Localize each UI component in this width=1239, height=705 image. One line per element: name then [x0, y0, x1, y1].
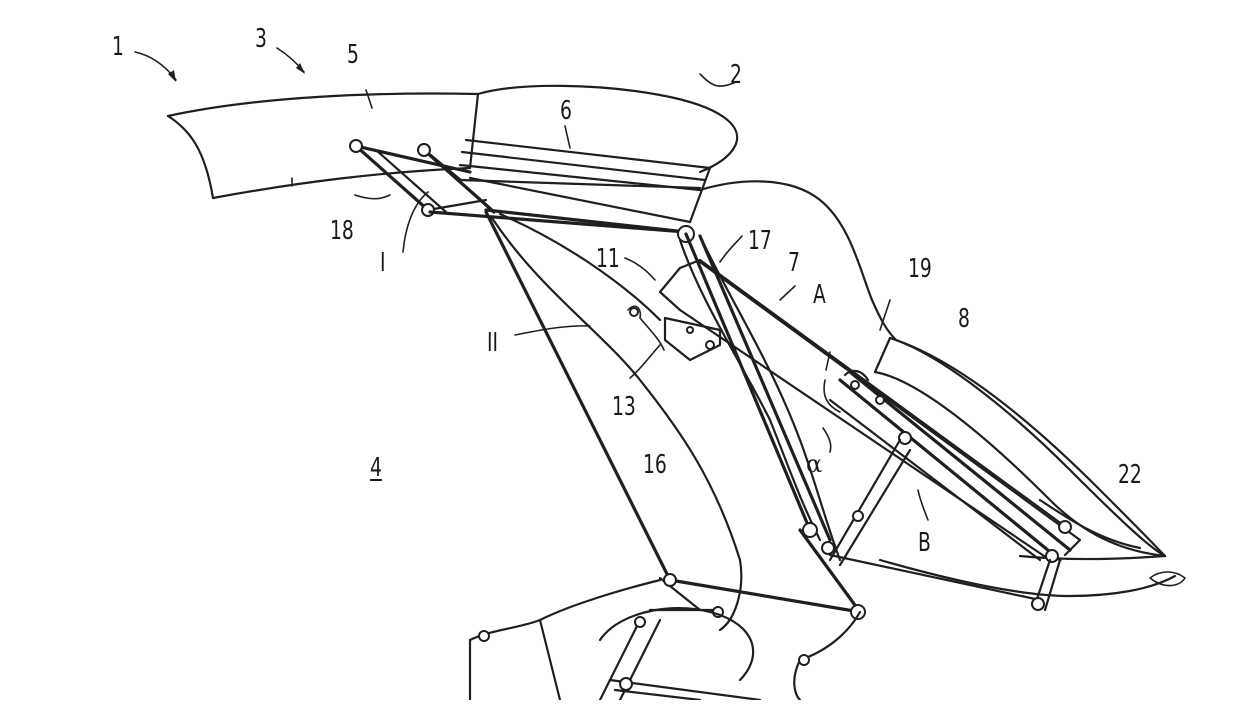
- reference-arrow-1: [134, 51, 177, 82]
- roof-part-5: [166, 89, 480, 200]
- ref-label-7: 7: [788, 248, 800, 278]
- ref-label-4: 4: [370, 453, 382, 483]
- ref-label-6: 6: [560, 96, 572, 126]
- bracket-13: [627, 305, 722, 379]
- ref-label-A: A: [813, 280, 826, 310]
- ref-label-17: 17: [748, 226, 772, 256]
- rear-part-8: [873, 299, 1167, 558]
- body-contour: [698, 180, 1186, 598]
- ref-label-8: 8: [958, 304, 970, 334]
- ref-label-13: 13: [612, 392, 636, 422]
- ref-label-B: B: [918, 528, 931, 558]
- ref-label-18: 18: [330, 216, 354, 246]
- pillar-16: [490, 212, 842, 632]
- roof-part-2: [458, 73, 739, 224]
- ref-label-3: 3: [255, 24, 267, 54]
- mechanism-A: [822, 351, 1072, 563]
- ref-label-19: 19: [908, 254, 932, 284]
- ref-label-II: II: [487, 328, 499, 358]
- main-link-I: [428, 176, 702, 582]
- ref-label-1: 1: [112, 32, 124, 62]
- ref-label-11: 11: [596, 244, 620, 274]
- base-housing: [468, 578, 862, 702]
- link-17: [684, 232, 832, 542]
- cassette-11: [624, 257, 1082, 562]
- ref-label-2: 2: [730, 60, 742, 90]
- reference-arrow-3: [276, 47, 305, 74]
- ref-label-alpha: α: [806, 450, 823, 478]
- ref-label-I: I: [380, 248, 386, 278]
- ref-label-5: 5: [347, 40, 359, 70]
- ref-label-16: 16: [643, 450, 667, 480]
- linkage-18: [349, 139, 496, 253]
- ref-label-22: 22: [1118, 460, 1142, 490]
- link-B: [821, 438, 1062, 612]
